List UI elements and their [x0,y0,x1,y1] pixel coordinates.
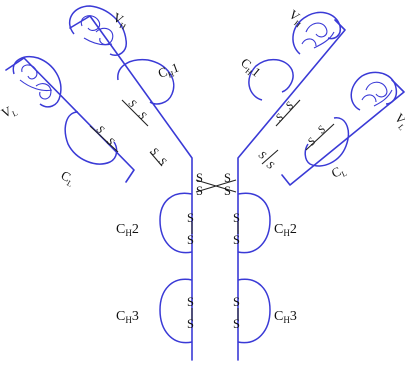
ss-ch3-r2: S [233,317,240,331]
label-vh-left: VH [110,9,132,31]
hinge-cross-2 [195,179,237,193]
ch1-left-domain [117,58,175,105]
vl-left-domain [12,56,62,108]
label-ch1-right: CH1 [237,55,264,81]
ch3-right-domain [237,278,271,344]
ch1-right-domain [248,58,294,101]
label-ch3-left: CH3 [116,309,139,325]
label-cl-left: CL [58,167,78,188]
vl-right-fold [361,81,393,107]
heavy-chain-left [69,15,193,361]
ss-fab-r1a: S [274,111,287,124]
label-vl-right: VL [390,110,405,132]
ss-hinge-l2: S [196,184,203,198]
ss-ch2-r1: S [233,211,240,225]
ss-ch2-r2: S [233,233,240,247]
vl-right-domain [350,71,398,111]
label-ch1-left: CH1 [156,60,182,83]
ch3-left-domain [159,278,193,344]
vh-left-fold [80,15,114,46]
cl-left-domain [64,111,118,165]
label-ch3-right: CH3 [274,309,297,325]
ss-hinge-r2: S [224,184,231,198]
ss-hinge-r1: S [224,171,231,185]
ss-ch2-l2: S [187,233,194,247]
disulfide-fab-right-1 [275,99,301,127]
ss-ch3-r1: S [233,295,240,309]
ss-ch3-l2: S [187,317,194,331]
vl-left-fold [19,64,53,100]
label-ch2-right: CH2 [274,222,297,238]
ss-ch2-l1: S [187,211,194,225]
label-vl-left: VL [0,101,19,122]
vh-right-fold [301,22,335,49]
vh-right-domain [292,11,342,55]
ss-fab-l3b: S [156,156,169,169]
ch2-left-domain [159,192,193,254]
light-chain-right [281,79,405,186]
disulfide-fab-right-3 [261,149,279,165]
ss-fab-l1a: S [126,98,139,111]
disulfide-fab-left-1 [121,99,149,127]
light-chain-left [5,57,135,183]
disulfide-fab-left-3 [149,151,163,167]
vh-left-domain [69,5,127,56]
disulfide-fab-left-2 [89,125,119,153]
ss-fab-r2b: S [316,123,329,136]
ss-hinge-l1: S [196,171,203,185]
disulfide-fab-right-2 [305,123,335,151]
ch2-right-domain [237,192,271,254]
cl-right-domain [304,117,350,167]
label-cl-right: CL [329,161,349,182]
label-ch2-left: CH2 [116,222,139,238]
ss-fab-l2a: S [94,124,107,137]
ss-ch3-l1: S [187,295,194,309]
